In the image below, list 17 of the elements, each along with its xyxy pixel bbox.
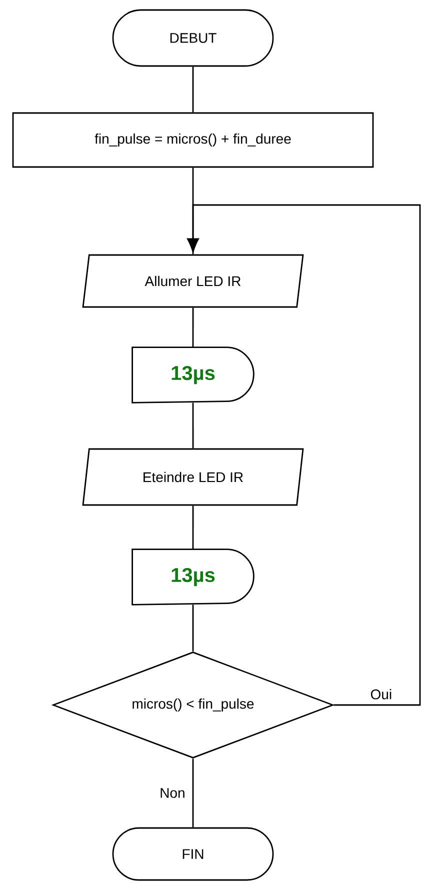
delay-box: 13µs <box>132 346 254 404</box>
delay-box: 13µs <box>132 548 254 606</box>
process-box: fin_pulse = micros() + fin_duree <box>12 112 374 168</box>
edge-label: Non <box>158 787 186 799</box>
connector-line <box>192 168 194 254</box>
connector-line <box>192 66 194 112</box>
connector-line <box>187 204 421 706</box>
input-output-box: Allumer LED IR <box>82 254 304 308</box>
connector-line <box>192 604 194 652</box>
terminal-box: FIN <box>112 827 274 881</box>
connector-line <box>192 402 194 448</box>
connector-line <box>192 506 194 550</box>
input-output-box: Eteindre LED IR <box>82 448 304 506</box>
edge-label: Oui <box>369 688 394 700</box>
connector-line <box>192 308 194 348</box>
terminal-box: DEBUT <box>112 9 274 67</box>
connector-line <box>192 758 194 828</box>
